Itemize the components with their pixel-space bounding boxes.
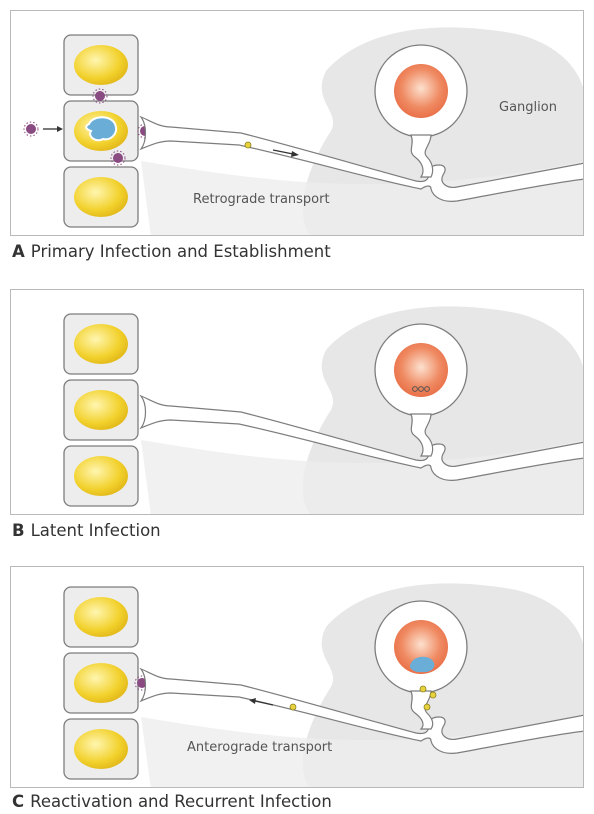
anterograde-transport-label: Anterograde transport — [187, 740, 332, 755]
panel-b-diagram — [11, 290, 584, 515]
panel-b — [10, 289, 584, 515]
panel-a-diagram: Ganglion Retrograde transport — [11, 11, 584, 236]
panel-c-diagram: Anterograde transport — [11, 567, 584, 788]
panel-b-caption: B Latent Infection — [12, 521, 161, 540]
epithelial-cell-top — [64, 35, 138, 95]
panel-a-letter: A — [12, 242, 25, 261]
entry-arrow — [43, 126, 63, 132]
panel-c-title: Reactivation and Recurrent Infection — [30, 792, 332, 811]
panel-b-letter: B — [12, 521, 25, 540]
panel-c-caption: C Reactivation and Recurrent Infection — [12, 792, 332, 811]
epithelial-cell-bottom — [64, 167, 138, 227]
epithelial-cell-bottom — [64, 446, 138, 506]
neuron-nucleus — [394, 343, 448, 397]
ganglion-label: Ganglion — [499, 100, 557, 115]
viral-replication-compartment — [86, 117, 116, 140]
epithelial-cell-infected — [64, 653, 138, 713]
panel-b-title: Latent Infection — [31, 521, 161, 540]
epithelial-cell-middle — [64, 380, 138, 440]
panel-c-letter: C — [12, 792, 24, 811]
epithelial-cell-infected — [64, 101, 138, 161]
epithelial-cell-top — [64, 587, 138, 647]
neuron-nucleus — [394, 64, 448, 118]
panel-a-caption: A Primary Infection and Establishment — [12, 242, 331, 261]
epithelial-cell-top — [64, 314, 138, 374]
panel-c: Anterograde transport — [10, 566, 584, 788]
epithelial-cell-bottom — [64, 719, 138, 779]
retrograde-transport-label: Retrograde transport — [193, 192, 330, 207]
capsid-icon — [245, 142, 251, 148]
panel-a: Ganglion Retrograde transport — [10, 10, 584, 236]
panel-a-title: Primary Infection and Establishment — [31, 242, 331, 261]
